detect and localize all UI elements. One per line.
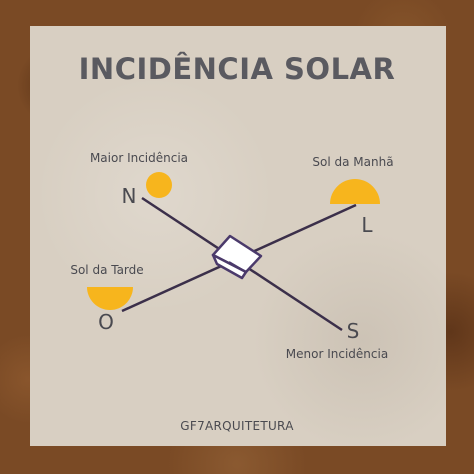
diagram-card xyxy=(30,26,446,446)
label-sol-tarde: Sol da Tarde xyxy=(70,263,143,277)
label-maior-incidencia: Maior Incidência xyxy=(90,151,188,165)
label-sol-manha: Sol da Manhã xyxy=(312,155,393,169)
direction-north: N xyxy=(122,184,137,208)
sunrise-icon xyxy=(330,179,380,204)
house-icon xyxy=(211,234,263,280)
direction-west: O xyxy=(98,310,114,334)
direction-south: S xyxy=(347,319,360,343)
sunset-icon xyxy=(87,287,133,310)
direction-east: L xyxy=(361,213,373,237)
credit-text: GF7ARQUITETURA xyxy=(180,419,294,433)
label-menor-incidencia: Menor Incidência xyxy=(286,347,388,361)
sun-icon xyxy=(146,172,172,198)
page-title: INCIDÊNCIA SOLAR xyxy=(78,52,396,86)
